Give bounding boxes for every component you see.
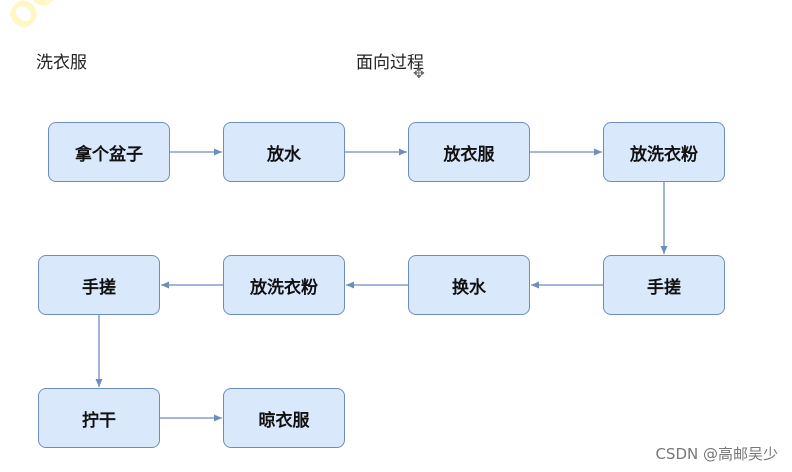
csdn-watermark: CSDN @高邮吴少 [655, 445, 778, 463]
section-title: 面向过程 [356, 53, 424, 73]
step-node-hand-scrub-again[interactable]: 手搓 [38, 255, 160, 315]
step-node-hand-scrub[interactable]: 手搓 [603, 255, 725, 315]
step-node-add-water[interactable]: 放水 [223, 122, 345, 182]
step-node-get-basin[interactable]: 拿个盆子 [48, 122, 170, 182]
step-node-change-water[interactable]: 换水 [408, 255, 530, 315]
page-title: 洗衣服 [36, 53, 87, 73]
step-node-add-detergent-again[interactable]: 放洗衣粉 [223, 255, 345, 315]
step-node-hang-clothes[interactable]: 晾衣服 [223, 388, 345, 448]
move-cursor-icon: ✥ [413, 66, 425, 82]
step-node-add-detergent[interactable]: 放洗衣粉 [603, 122, 725, 182]
step-node-add-clothes[interactable]: 放衣服 [408, 122, 530, 182]
step-node-wring-dry[interactable]: 拧干 [38, 388, 160, 448]
